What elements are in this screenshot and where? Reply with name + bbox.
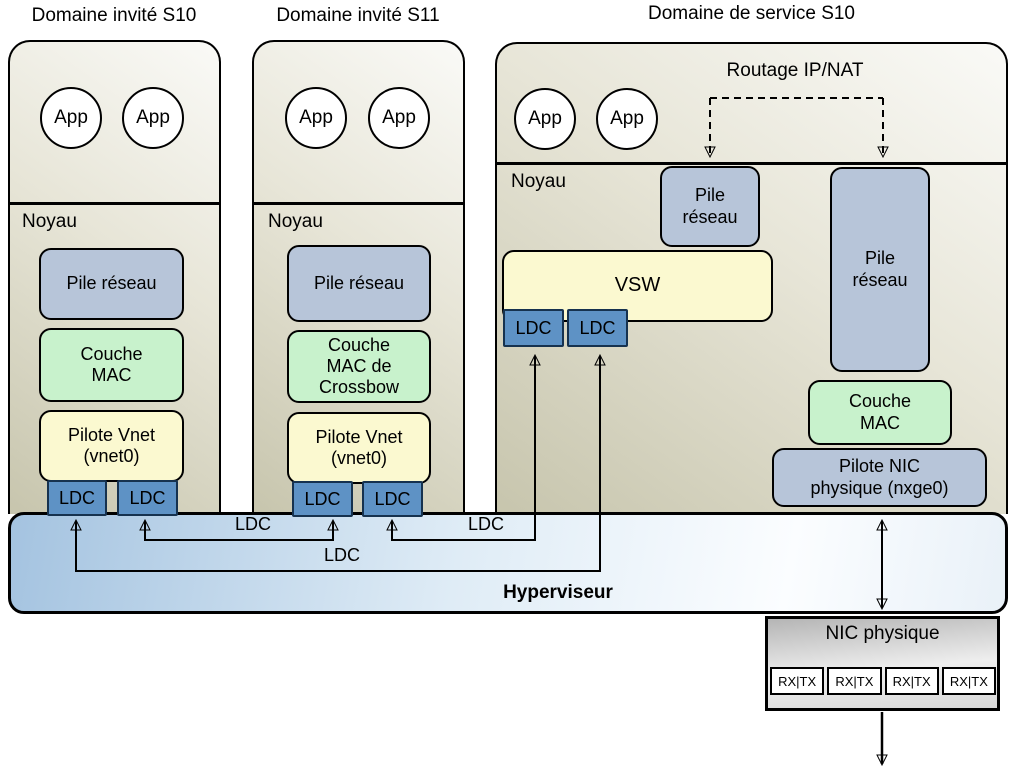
app-circle: App [285,87,347,149]
app-label: App [136,107,170,128]
physical-nic-title: NIC physique [825,623,940,644]
guest2-network-stack-box: Pile réseau [287,245,431,322]
app-circle: App [122,87,184,149]
ldc-label: LDC [129,487,166,508]
nic-queue-row: RX|TX RX|TX RX|TX RX|TX [770,667,996,695]
app-label: App [54,107,88,128]
service-domain-title: Domaine de service S10 [648,3,855,24]
guest2-kernel-label: Noyau [268,211,323,232]
rx-tx-label: RX|TX [835,673,874,689]
ldc-label: LDC [515,317,552,338]
service-vsw-ldc-box-1: LDC [503,309,564,347]
rx-tx-label: RX|TX [949,673,988,689]
routing-ip-nat-label: Routage IP/NAT [726,60,864,81]
guest1-mac-layer-box: Couche MAC [39,328,184,402]
service-vsw-ldc-box-2: LDC [567,309,628,347]
ldc-label: LDC [374,488,411,509]
service-mac-layer-box: Couche MAC [808,380,952,445]
app-label: App [382,107,416,128]
nic-rx-tx-queue: RX|TX [941,667,996,695]
guest2-ldc-box-2: LDC [362,481,423,517]
service-network-stack-small-box: Pile réseau [660,166,760,247]
service-mac-layer-label: Couche MAC [848,391,912,433]
app-label: App [528,108,562,129]
app-circle: App [368,87,430,149]
guest2-crossbow-mac-box: Couche MAC de Crossbow [287,330,431,403]
service-vsw-label: VSW [614,274,661,297]
guest1-ldc-box-2: LDC [117,480,178,516]
app-circle: App [596,88,658,150]
ldc-channel-label-right: LDC [467,514,505,534]
guest2-domain-title: Domaine invité S11 [276,5,440,26]
app-label: App [299,107,333,128]
app-label: App [610,108,644,129]
guest1-vnet-driver-box: Pilote Vnet (vnet0) [39,410,184,482]
guest1-domain-title: Domaine invité S10 [31,5,197,26]
app-circle: App [514,88,576,150]
guest1-kernel-divider [8,202,221,205]
ldc-channel-label-left: LDC [234,514,272,534]
ldc-channel-label-middle: LDC [323,545,361,565]
guest1-ldc-box-1: LDC [47,480,107,516]
guest1-kernel-label: Noyau [22,211,77,232]
guest2-vnet-driver-box: Pilote Vnet (vnet0) [287,412,431,484]
ldc-label: LDC [304,488,341,509]
guest1-network-stack-label: Pile réseau [66,273,157,294]
guest1-vnet-driver-label: Pilote Vnet (vnet0) [67,424,156,466]
hypervisor-label: Hyperviseur [503,582,613,603]
guest2-kernel-divider [252,202,465,205]
ldc-label: LDC [58,487,95,508]
ldc-label: LDC [579,317,616,338]
service-kernel-divider [495,162,1008,165]
guest2-ldc-box-1: LDC [292,481,353,517]
nic-rx-tx-queue: RX|TX [770,667,825,695]
service-network-stack-tall-box: Pile réseau [830,167,930,372]
service-kernel-label: Noyau [511,171,566,192]
app-circle: App [40,87,102,149]
guest1-mac-layer-label: Couche MAC [80,343,143,385]
rx-tx-label: RX|TX [778,673,817,689]
service-network-stack-tall-label: Pile réseau [852,248,908,290]
guest2-crossbow-mac-label: Couche MAC de Crossbow [318,334,400,398]
guest1-network-stack-box: Pile réseau [39,248,184,320]
guest2-vnet-driver-label: Pilote Vnet (vnet0) [315,426,403,468]
service-network-stack-small-label: Pile réseau [682,185,738,227]
service-physical-nic-driver-label: Pilote NIC physique (nxge0) [810,456,949,498]
rx-tx-label: RX|TX [892,673,931,689]
guest2-network-stack-label: Pile réseau [313,272,405,293]
physical-nic-box [765,616,1000,711]
nic-rx-tx-queue: RX|TX [827,667,882,695]
nic-rx-tx-queue: RX|TX [884,667,939,695]
service-physical-nic-driver-box: Pilote NIC physique (nxge0) [772,448,987,507]
